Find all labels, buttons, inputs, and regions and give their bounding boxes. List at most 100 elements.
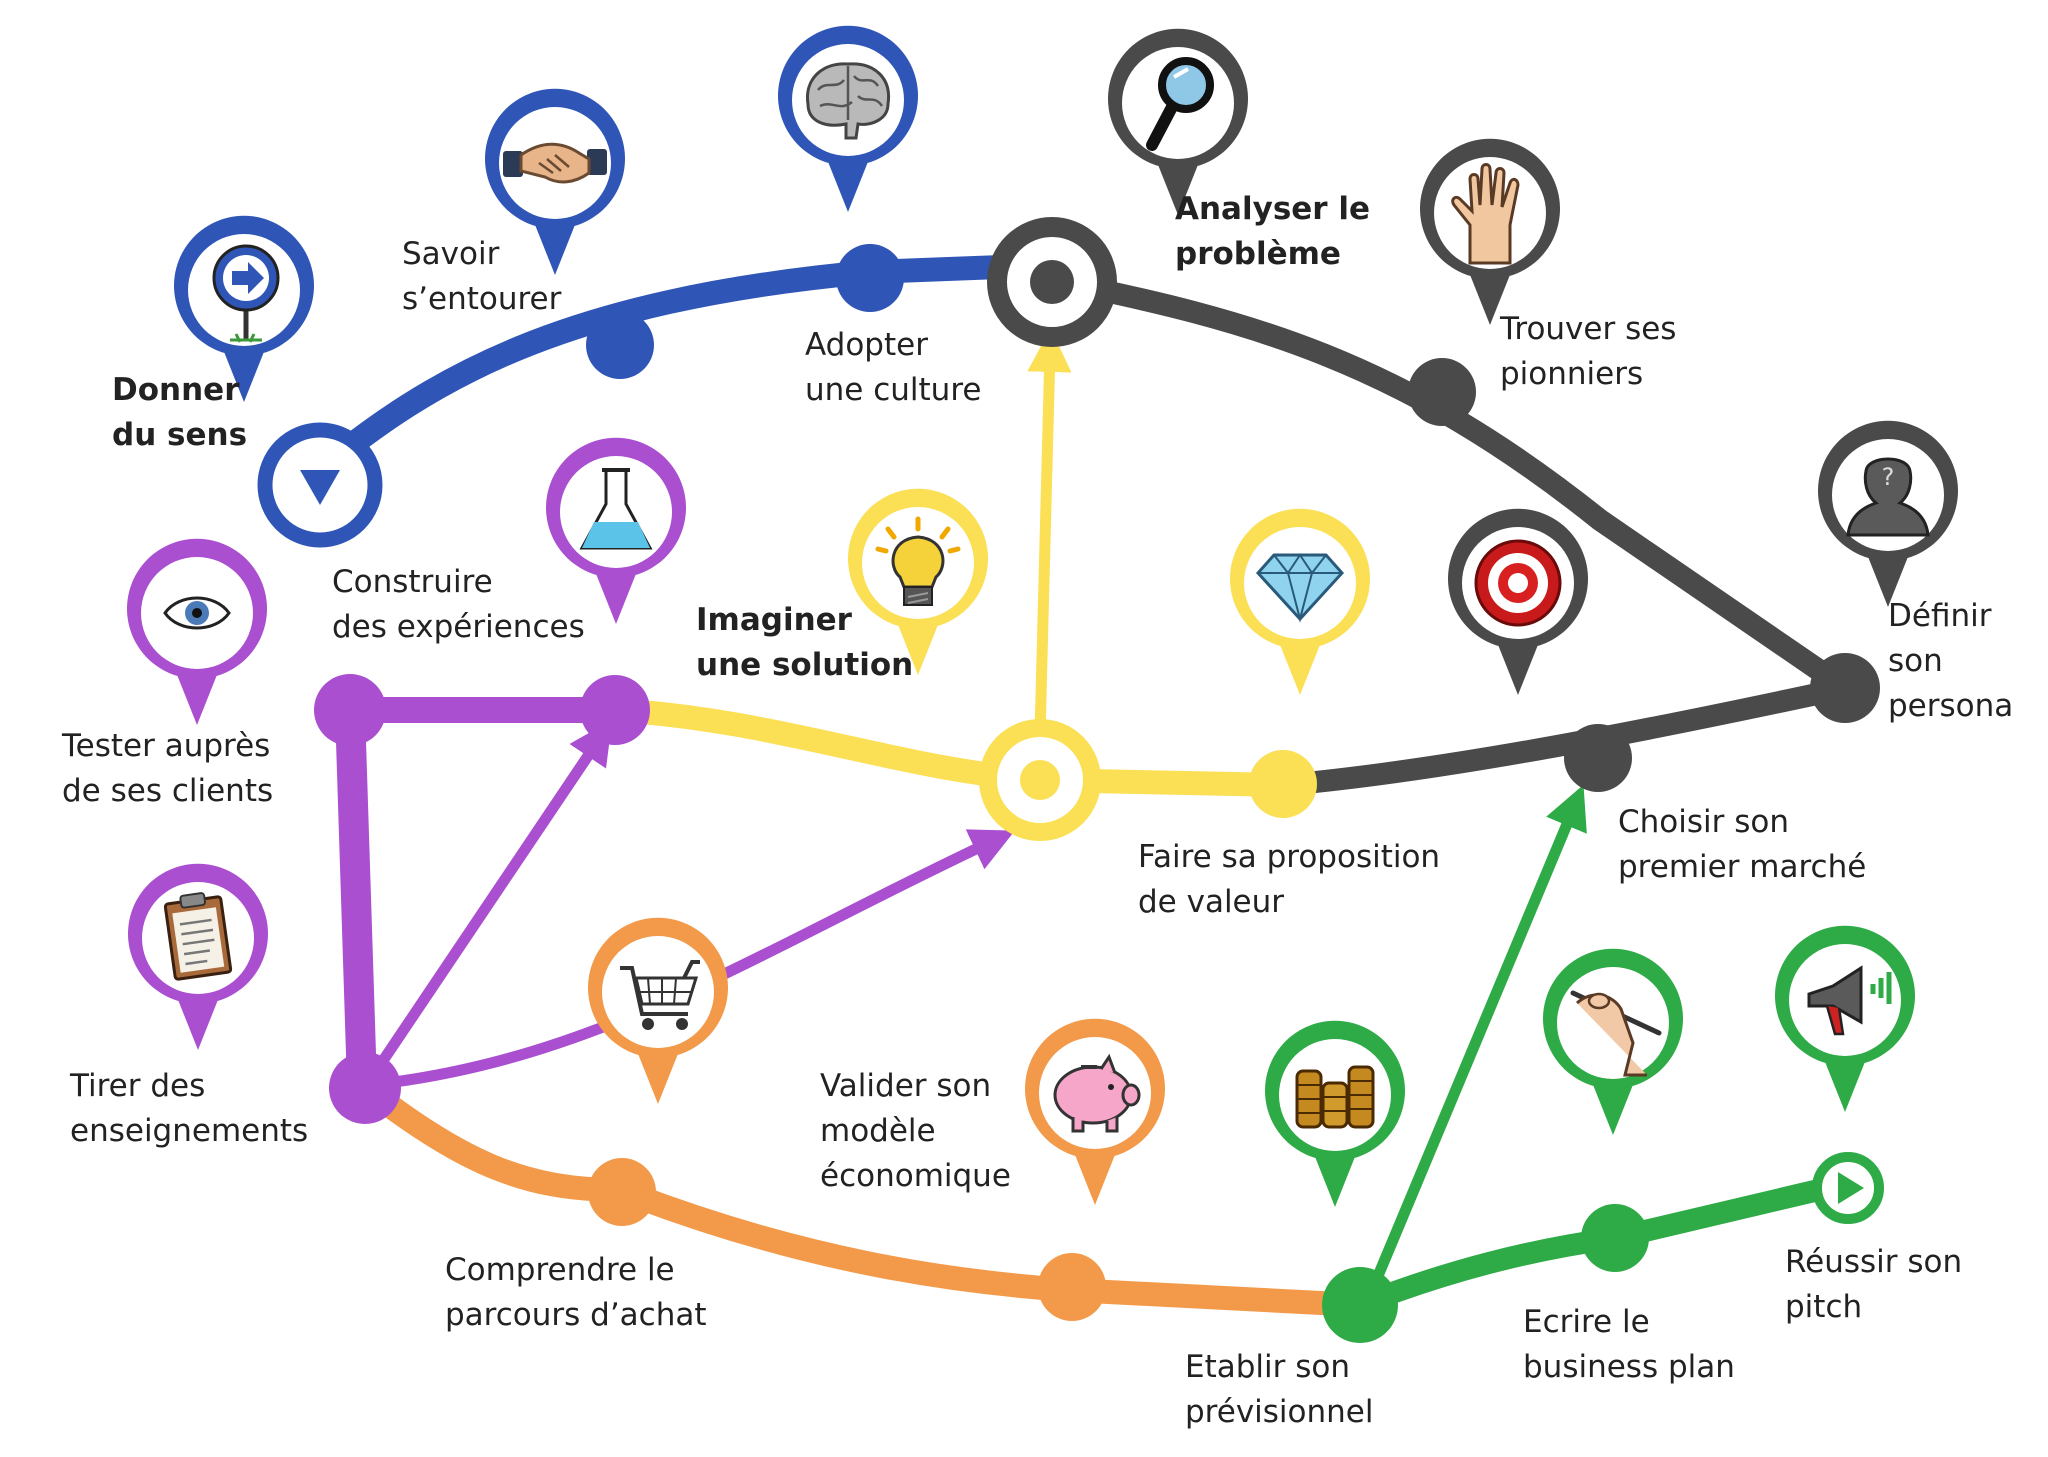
label-line: des expériences [332,609,585,645]
label-imaginer: Imaginer une solution [696,598,913,688]
label-line: une solution [696,647,914,683]
label-line: Analyser le [1175,191,1371,227]
label-line: pitch [1785,1289,1863,1325]
pin-parcours [588,917,728,1104]
gray-track-lower [1274,677,1856,796]
label-pionniers: Trouver ses pionniers [1500,307,1676,397]
person-silhouette-icon: ? [1846,457,1930,537]
hub-imaginer [979,719,1101,841]
play-triangle-icon [1838,1172,1864,1204]
start-station-donner [257,422,383,548]
label-line: Etablir son [1185,1349,1351,1385]
label-experiences: Construire des expériences [332,560,585,650]
station-experiences [580,675,650,745]
yellow-track [603,698,1297,797]
megaphone-icon [1807,965,1892,1036]
down-triangle-icon [300,470,340,505]
label-previsionnel: Etablir son prévisionnel [1185,1345,1373,1435]
label-line: Définir [1888,598,1992,634]
label-line: enseignements [70,1113,309,1149]
lightbulb-icon [875,516,961,606]
label-line: s’entourer [402,281,562,317]
pin-pitch [1775,925,1915,1112]
end-station-pitch [1812,1152,1884,1224]
pins: ? [127,25,1958,1207]
arrow-imaginer-to-analyser [1027,328,1072,736]
label-line: pionniers [1500,356,1644,392]
label-line: modèle [820,1113,936,1149]
station-businessplan [1581,1204,1649,1272]
track-lines [308,253,1856,1317]
label-line: du sens [112,417,248,453]
blue-track [308,253,1064,482]
brain-icon [806,62,891,140]
diamond-icon [1255,553,1345,623]
station-parcours [588,1158,656,1226]
station-entourer [586,311,654,379]
label-line: Comprendre le [445,1252,675,1288]
pin-businessplan [1543,948,1683,1135]
station-culture [836,244,904,312]
label-line: Trouver ses [1500,311,1677,347]
label-line: Choisir son [1618,804,1789,840]
svg-text:?: ? [1882,463,1895,491]
purple-track-left [335,695,377,1100]
arrow-enseignements-to-experiences [365,719,613,1084]
label-line: son [1888,643,1943,679]
pin-entourer [485,88,625,275]
label-entourer: Savoir s’entourer [402,232,561,322]
pin-tester [127,538,267,725]
stations [314,244,1880,1343]
station-proposition [1249,750,1317,818]
label-line: Tirer des [70,1068,206,1104]
magnifier-icon [1146,57,1214,151]
pin-culture [778,25,918,212]
pin-enseignements [128,863,268,1050]
label-line: prévisionnel [1185,1394,1374,1430]
flask-icon [579,468,653,550]
label-line: Tester auprès [62,728,271,764]
label-line: une culture [805,372,982,408]
eye-icon [163,596,231,630]
gray-track-upper [1041,269,1856,699]
station-marche [1564,724,1632,792]
station-previsionnel [1322,1267,1398,1343]
piggy-bank-icon [1053,1053,1141,1133]
pin-marche [1448,508,1588,695]
label-line: Construire [332,564,493,600]
pin-donner [174,215,314,402]
label-line: business plan [1523,1349,1735,1385]
label-donner: Donner du sens [112,368,247,458]
label-line: persona [1888,688,2014,724]
label-proposition: Faire sa proposition de valeur [1138,835,1440,925]
label-line: Savoir [402,236,500,272]
pin-pionniers [1420,138,1560,325]
label-line: Donner [112,372,240,408]
pin-previsionnel [1265,1020,1405,1207]
label-line: Faire sa proposition [1138,839,1441,875]
label-line: Ecrire le [1523,1304,1650,1340]
label-culture: Adopter une culture [805,323,981,413]
label-line: Valider son [820,1068,992,1104]
label-line: économique [820,1158,1011,1194]
pin-modele [1025,1018,1165,1205]
label-analyser: Analyser le problème [1175,187,1370,277]
pin-analyser [1108,28,1248,215]
station-persona [1810,653,1880,723]
label-line: de ses clients [62,773,274,809]
label-line: Réussir son [1785,1244,1963,1280]
orange-track [350,1073,1372,1317]
pin-experiences [546,437,686,624]
station-tester [314,674,386,746]
label-line: de valeur [1138,884,1285,920]
label-line: parcours d’achat [445,1297,707,1333]
label-pitch: Réussir son pitch [1785,1240,1962,1330]
station-pionniers [1408,358,1476,426]
handshake-icon [503,142,607,184]
label-businessplan: Ecrire le business plan [1523,1300,1735,1390]
pin-persona: ? [1818,420,1958,607]
label-parcours: Comprendre le parcours d’achat [445,1248,707,1338]
label-marche: Choisir son premier marché [1618,800,1866,890]
label-modele: Valider son modèle économique [820,1064,1011,1199]
